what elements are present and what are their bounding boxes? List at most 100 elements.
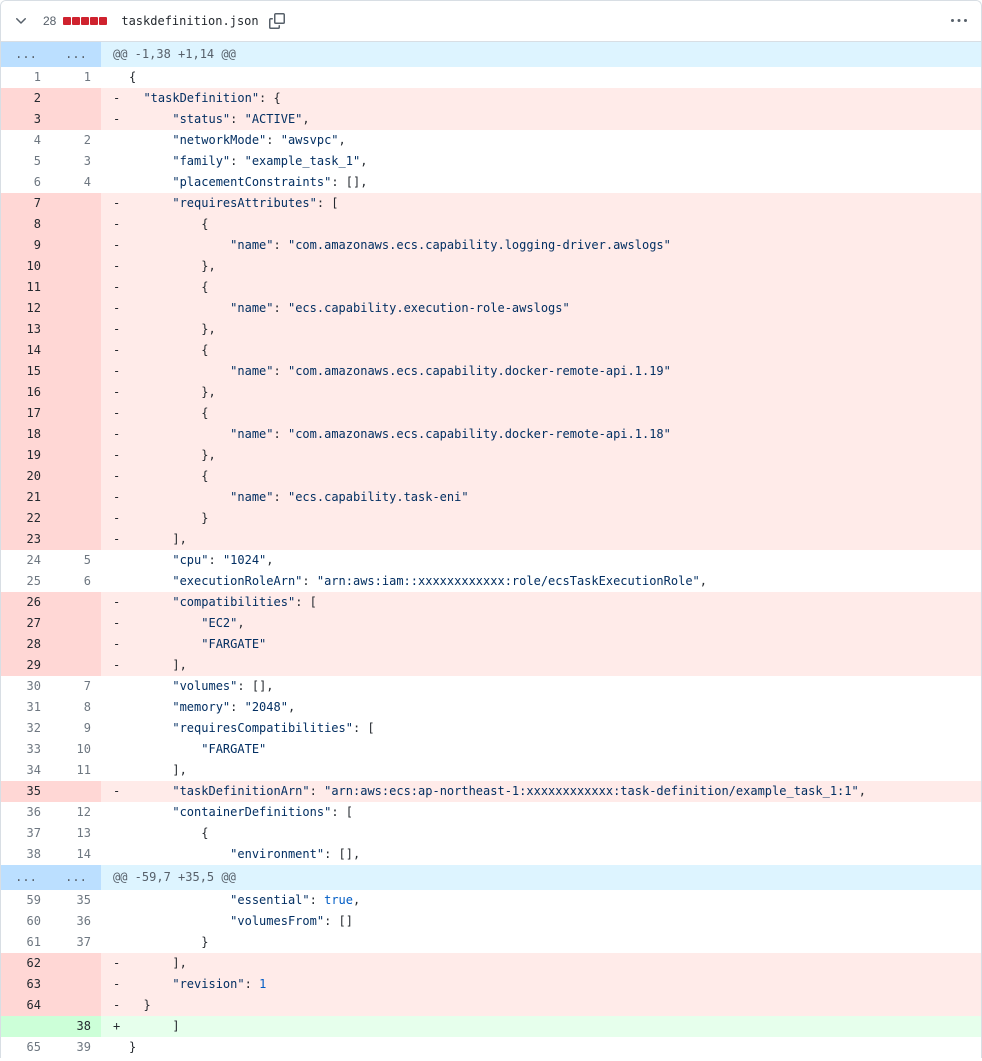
old-line-number[interactable]: 27	[1, 613, 51, 634]
new-line-number[interactable]: 37	[51, 932, 101, 953]
old-line-number[interactable]: 62	[1, 953, 51, 974]
old-line-number[interactable]: 16	[1, 382, 51, 403]
new-line-number[interactable]: 11	[51, 760, 101, 781]
old-line-number[interactable]: 5	[1, 151, 51, 172]
old-line-number[interactable]: 14	[1, 340, 51, 361]
old-line-number[interactable]: 11	[1, 277, 51, 298]
new-line-number[interactable]: 10	[51, 739, 101, 760]
new-line-number[interactable]: 4	[51, 172, 101, 193]
old-line-number[interactable]: 30	[1, 676, 51, 697]
old-line-number[interactable]: 28	[1, 634, 51, 655]
old-line-number[interactable]: 22	[1, 508, 51, 529]
old-line-number[interactable]: 4	[1, 130, 51, 151]
new-line-number[interactable]: 6	[51, 571, 101, 592]
copy-file-path-button[interactable]	[265, 9, 289, 33]
old-line-number[interactable]: 29	[1, 655, 51, 676]
old-line-number[interactable]: 17	[1, 403, 51, 424]
new-line-number[interactable]: 5	[51, 550, 101, 571]
old-line-number[interactable]: 7	[1, 193, 51, 214]
new-line-number[interactable]	[51, 974, 101, 995]
new-line-number[interactable]: 3	[51, 151, 101, 172]
new-line-number[interactable]	[51, 340, 101, 361]
old-line-number[interactable]: 24	[1, 550, 51, 571]
new-line-number[interactable]	[51, 214, 101, 235]
old-line-number[interactable]: 63	[1, 974, 51, 995]
old-line-number[interactable]: 15	[1, 361, 51, 382]
new-line-number[interactable]	[51, 88, 101, 109]
collapse-diff-button[interactable]	[9, 9, 33, 33]
new-line-number[interactable]	[51, 655, 101, 676]
new-line-number[interactable]	[51, 277, 101, 298]
new-line-number[interactable]	[51, 382, 101, 403]
old-line-number[interactable]: 34	[1, 760, 51, 781]
new-line-number[interactable]: 36	[51, 911, 101, 932]
old-line-number[interactable]: 19	[1, 445, 51, 466]
file-name-link[interactable]: taskdefinition.json	[121, 14, 259, 28]
new-line-number[interactable]: 39	[51, 1037, 101, 1058]
new-line-number[interactable]	[51, 361, 101, 382]
new-line-number[interactable]	[51, 487, 101, 508]
old-line-number[interactable]: 21	[1, 487, 51, 508]
new-line-number[interactable]	[51, 466, 101, 487]
new-line-number[interactable]	[51, 319, 101, 340]
old-line-number[interactable]: 9	[1, 235, 51, 256]
new-line-number[interactable]	[51, 298, 101, 319]
old-line-number[interactable]: 37	[1, 823, 51, 844]
new-line-number[interactable]	[51, 634, 101, 655]
old-line-number[interactable]: 31	[1, 697, 51, 718]
old-line-number[interactable]: 8	[1, 214, 51, 235]
new-line-number[interactable]	[51, 109, 101, 130]
old-line-number[interactable]	[1, 1016, 51, 1037]
new-line-number[interactable]: 14	[51, 844, 101, 865]
old-line-number[interactable]: 64	[1, 995, 51, 1016]
old-line-number[interactable]: 20	[1, 466, 51, 487]
old-line-number[interactable]: 60	[1, 911, 51, 932]
new-line-number[interactable]	[51, 995, 101, 1016]
hunk-expander-new[interactable]: ...	[51, 865, 101, 890]
file-options-button[interactable]	[947, 9, 971, 33]
hunk-expander-old[interactable]: ...	[1, 865, 51, 890]
old-line-number[interactable]: 12	[1, 298, 51, 319]
hunk-expander-old[interactable]: ...	[1, 42, 51, 67]
old-line-number[interactable]: 18	[1, 424, 51, 445]
old-line-number[interactable]: 61	[1, 932, 51, 953]
new-line-number[interactable]	[51, 403, 101, 424]
new-line-number[interactable]: 35	[51, 890, 101, 911]
old-line-number[interactable]: 6	[1, 172, 51, 193]
old-line-number[interactable]: 65	[1, 1037, 51, 1058]
old-line-number[interactable]: 1	[1, 67, 51, 88]
new-line-number[interactable]: 13	[51, 823, 101, 844]
old-line-number[interactable]: 26	[1, 592, 51, 613]
new-line-number[interactable]: 1	[51, 67, 101, 88]
new-line-number[interactable]	[51, 781, 101, 802]
old-line-number[interactable]: 3	[1, 109, 51, 130]
new-line-number[interactable]	[51, 424, 101, 445]
new-line-number[interactable]	[51, 256, 101, 277]
old-line-number[interactable]: 35	[1, 781, 51, 802]
old-line-number[interactable]: 36	[1, 802, 51, 823]
old-line-number[interactable]: 38	[1, 844, 51, 865]
old-line-number[interactable]: 32	[1, 718, 51, 739]
old-line-number[interactable]: 10	[1, 256, 51, 277]
new-line-number[interactable]	[51, 529, 101, 550]
new-line-number[interactable]	[51, 235, 101, 256]
new-line-number[interactable]	[51, 445, 101, 466]
new-line-number[interactable]: 12	[51, 802, 101, 823]
hunk-expander-new[interactable]: ...	[51, 42, 101, 67]
new-line-number[interactable]: 9	[51, 718, 101, 739]
new-line-number[interactable]	[51, 508, 101, 529]
new-line-number[interactable]	[51, 613, 101, 634]
new-line-number[interactable]	[51, 193, 101, 214]
old-line-number[interactable]: 2	[1, 88, 51, 109]
old-line-number[interactable]: 25	[1, 571, 51, 592]
old-line-number[interactable]: 13	[1, 319, 51, 340]
old-line-number[interactable]: 59	[1, 890, 51, 911]
old-line-number[interactable]: 33	[1, 739, 51, 760]
new-line-number[interactable]: 7	[51, 676, 101, 697]
new-line-number[interactable]	[51, 592, 101, 613]
old-line-number[interactable]: 23	[1, 529, 51, 550]
new-line-number[interactable]: 38	[51, 1016, 101, 1037]
new-line-number[interactable]: 2	[51, 130, 101, 151]
new-line-number[interactable]: 8	[51, 697, 101, 718]
new-line-number[interactable]	[51, 953, 101, 974]
